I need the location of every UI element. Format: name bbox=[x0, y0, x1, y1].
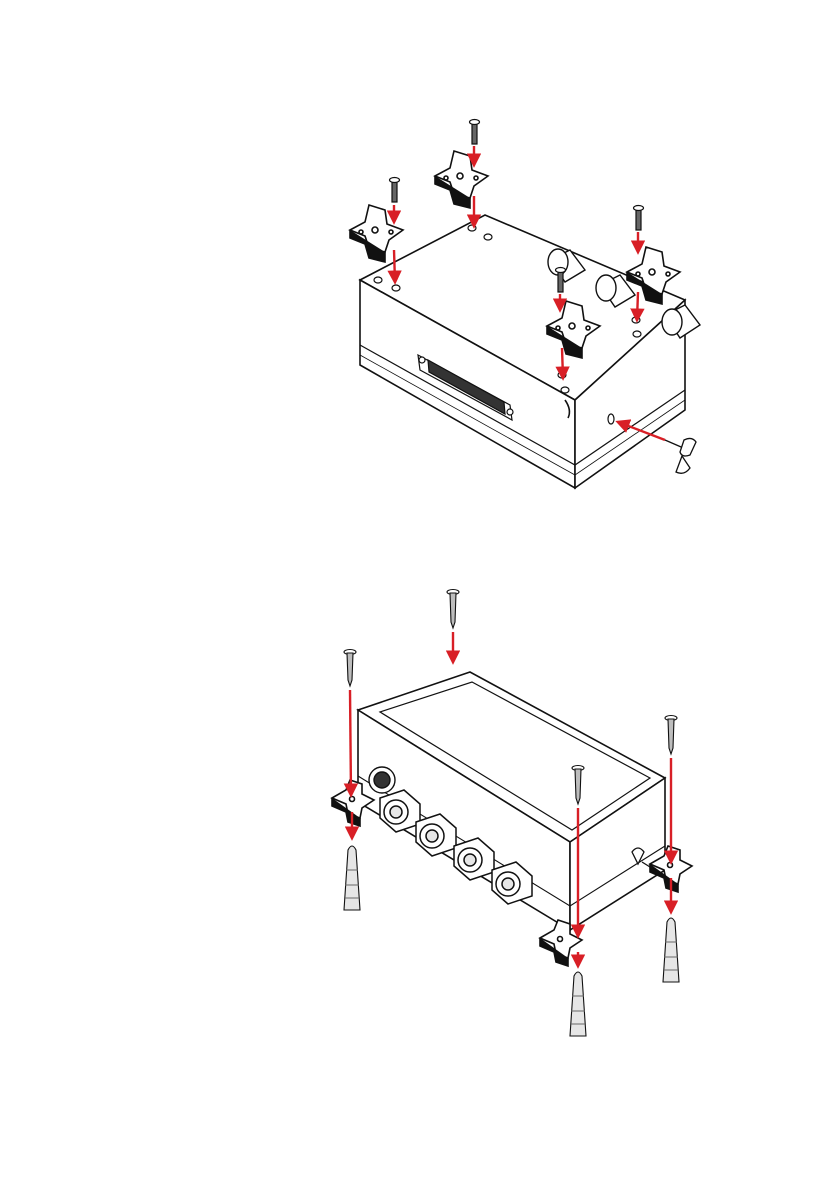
screw bbox=[344, 650, 356, 687]
screw bbox=[470, 120, 480, 145]
mounting-diagram-bottom-svg bbox=[320, 580, 710, 1060]
enclosure-box bbox=[360, 215, 685, 488]
screw bbox=[634, 206, 644, 231]
wall-plug bbox=[344, 846, 360, 910]
bracket bbox=[435, 151, 488, 208]
round-connector bbox=[369, 767, 395, 793]
mounting-diagram-top bbox=[300, 110, 740, 510]
wall-plug bbox=[570, 972, 586, 1036]
mounting-diagram-top-svg bbox=[300, 110, 740, 510]
screw bbox=[390, 178, 400, 203]
arrow-bracket-3 bbox=[637, 292, 638, 320]
arrow-screw-1 bbox=[350, 690, 351, 795]
wing-screw bbox=[665, 438, 696, 473]
screw bbox=[665, 716, 677, 755]
mounting-diagram-bottom bbox=[320, 580, 710, 1060]
cable-gland bbox=[662, 305, 700, 338]
wall-plug bbox=[663, 918, 679, 982]
arrow-bracket-4 bbox=[562, 348, 563, 378]
arrow-bracket-1 bbox=[394, 250, 395, 282]
side-hole bbox=[608, 414, 614, 424]
screw bbox=[447, 590, 459, 629]
